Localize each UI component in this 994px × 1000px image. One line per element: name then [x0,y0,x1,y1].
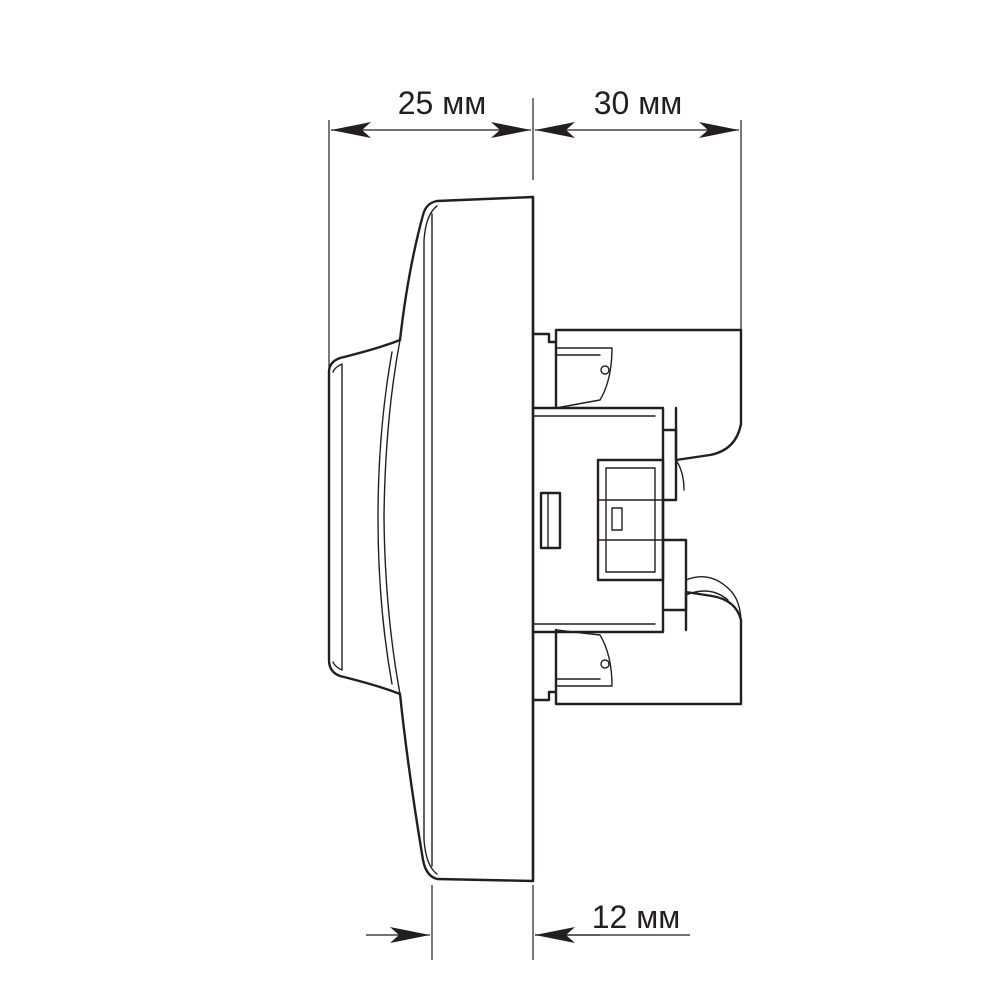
dimension-back-depth: 30 мм [535,85,739,138]
front-cover [327,195,535,883]
dimension-label-back-depth: 30 мм [594,85,682,121]
mechanism-body [531,328,743,706]
dimension-frame-depth: 12 мм [366,899,690,943]
dimension-label-front-depth: 25 мм [398,85,486,121]
dimension-front-depth: 25 мм [331,85,531,138]
dimension-label-frame-depth: 12 мм [592,899,680,935]
extension-lines [328,98,742,960]
